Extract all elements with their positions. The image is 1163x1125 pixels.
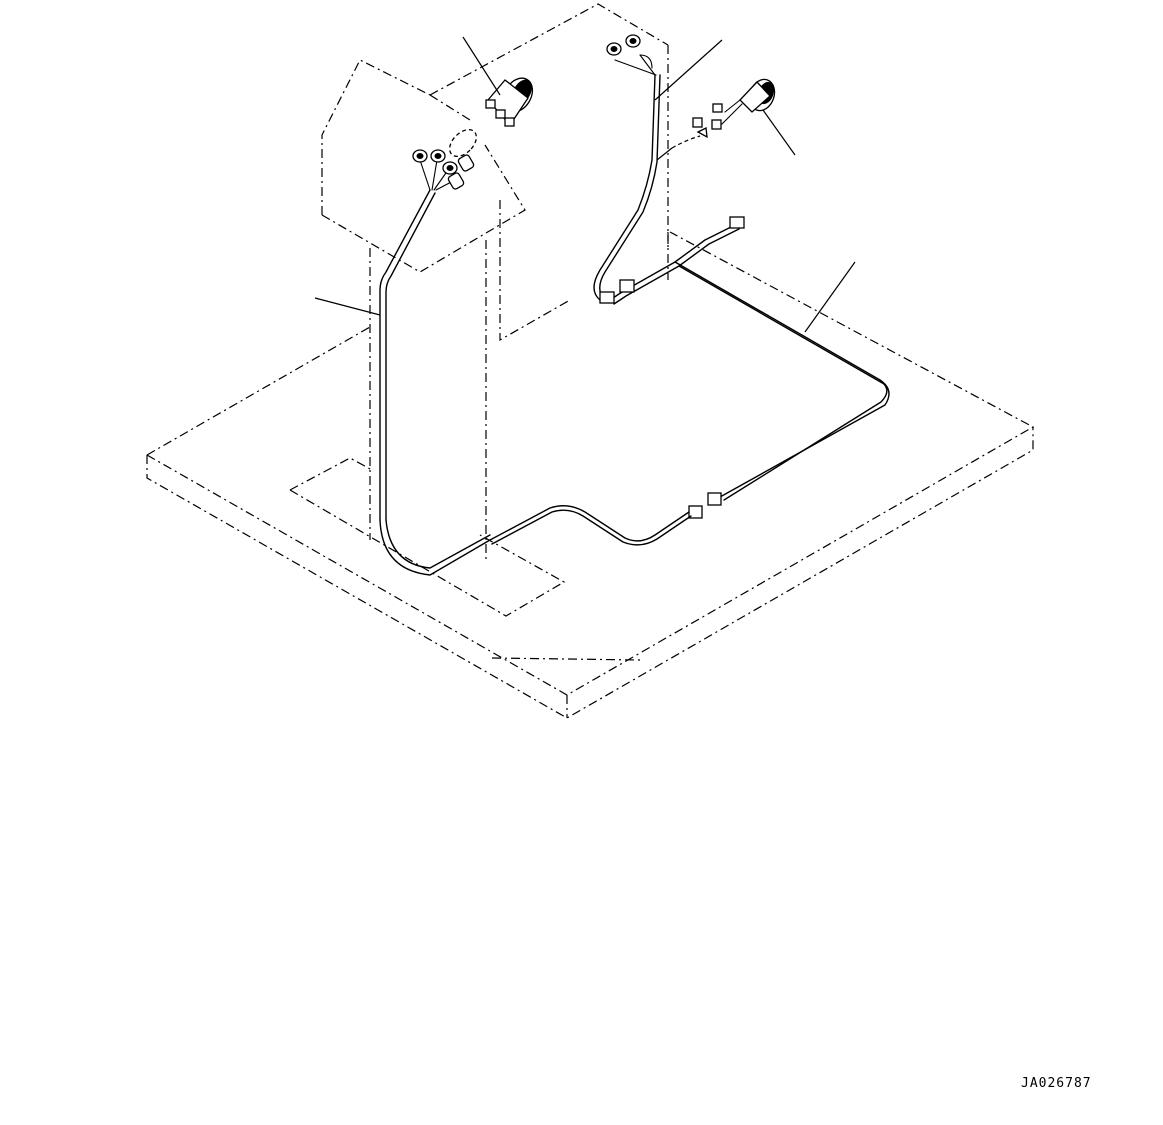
left-connectors (412, 129, 477, 190)
right-column-harness (593, 34, 661, 303)
left-gauge (485, 77, 534, 127)
right-gauge (656, 78, 776, 161)
left-column (321, 59, 526, 560)
right-column (429, 3, 669, 342)
callout-leaders (314, 36, 856, 333)
floor-harness (489, 216, 890, 546)
floor-plate (146, 231, 1035, 719)
drawing-code-label: JA026787 (1021, 1076, 1092, 1091)
left-column-harness (379, 159, 491, 576)
floor-cutout (289, 457, 641, 661)
